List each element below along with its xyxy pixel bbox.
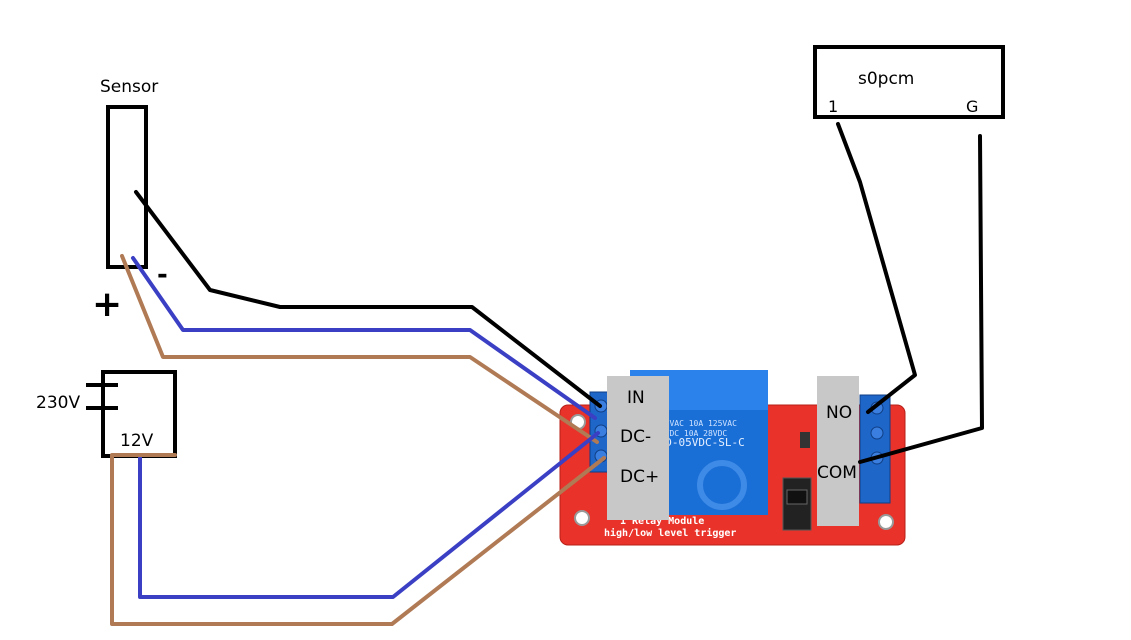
relay-model: SRD-05VDC-SL-C [652,436,745,449]
label-panel-right [817,376,859,526]
label-panel-left [607,376,669,520]
sensor-minus-sign: - [157,260,168,290]
sensor-label: Sensor [100,77,158,97]
wire-s0pcm-g-to-com [858,134,984,464]
mounting-hole-icon [574,510,590,526]
wire-psu-plus-to-dc-plus [110,453,606,626]
mounting-hole-icon [878,514,894,530]
terminal-label-dc-minus: DC- [620,427,651,447]
relay-spec-line-1: 250VAC 10A 125VAC [655,419,737,428]
power-output-label: 12V [120,431,154,451]
relay-spec-line-2: 30VDC 10A 28VDC [655,429,727,438]
terminal-label-no: NO [826,403,852,423]
board-label-line-1: 1 Relay Module [620,516,704,527]
power-supply: 230V 12V [36,370,177,458]
wires [110,122,984,626]
jumper-cap [786,489,808,505]
s0pcm-pin-1: 1 [828,97,838,116]
relay-logo-icon [697,460,747,510]
sensor-body [106,105,148,269]
board-label-line-2: high/low level trigger [604,527,736,539]
wire-s0pcm-1-to-no [836,122,917,414]
sensor: Sensor + - [92,77,168,325]
s0pcm-box: s0pcm 1 G [813,45,1005,119]
wire-psu-minus-to-dc-minus [126,431,600,599]
terminal-label-dc-plus: DC+ [620,467,659,487]
wire-sensor-signal-to-in [134,190,602,408]
screw-icon [870,426,884,440]
power-input-label: 230V [36,393,80,413]
s0pcm-pin-g: G [966,97,978,116]
terminal-label-in: IN [627,388,645,408]
s0pcm-body [813,45,1005,119]
sensor-plus-sign: + [92,284,122,325]
wire-sensor-plus-to-dc-plus [120,254,599,444]
s0pcm-title: s0pcm [858,69,914,89]
wire-sensor-minus-to-dc-minus [131,256,597,420]
terminal-label-com: COM [817,463,857,483]
smd-component [800,432,810,448]
